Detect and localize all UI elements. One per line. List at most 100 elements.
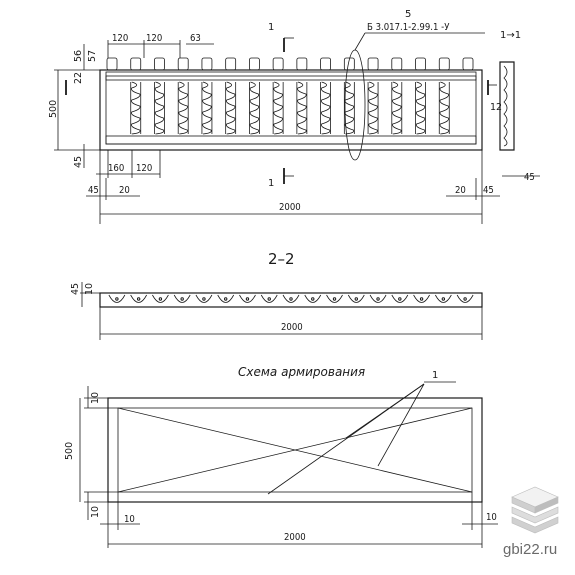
dim-bottom-160: 160 bbox=[108, 163, 124, 174]
reinforcement-mesh bbox=[117, 407, 473, 493]
rebar-dot bbox=[289, 297, 293, 301]
baluster-twist bbox=[131, 81, 141, 135]
rebar-dot bbox=[398, 297, 402, 301]
baluster-cap bbox=[415, 57, 426, 71]
section-cell bbox=[304, 294, 322, 303]
reinforcement-scheme: Схема армирования 1 10 500 10 10 10 2000 bbox=[64, 365, 498, 548]
dim-spacing-2: 120 bbox=[146, 33, 162, 44]
section-1-1-title: 1→1 bbox=[500, 30, 521, 41]
dim-reinf-height: 500 bbox=[64, 442, 75, 460]
section-cell bbox=[282, 294, 300, 303]
dim-reinf-length: 2000 bbox=[284, 532, 306, 543]
baluster-cap bbox=[296, 57, 308, 71]
section-cell bbox=[326, 294, 343, 303]
dim-left-20: 20 bbox=[119, 185, 130, 196]
baluster-twist bbox=[368, 81, 378, 135]
dim-rail-22: 22 bbox=[73, 72, 84, 84]
rebar-dot bbox=[311, 297, 315, 301]
baluster-twist bbox=[415, 81, 426, 135]
dim-left-45: 45 bbox=[88, 185, 99, 196]
watermark-logo-icon bbox=[511, 486, 559, 534]
section-2-2: 2–2 45 10 2000 bbox=[70, 250, 483, 340]
panel-front-view: 5 Б 3.017.1-2.99.1 -У 1 1 1→1 12 45 120 … bbox=[48, 9, 540, 224]
dim-right-20: 20 bbox=[455, 185, 466, 196]
callout-number: 5 bbox=[405, 9, 411, 20]
section-mark-top-label: 1 bbox=[268, 22, 274, 33]
leader-3 bbox=[377, 383, 425, 467]
section-cell bbox=[391, 294, 409, 303]
baluster-cap bbox=[177, 57, 189, 71]
baluster-cap bbox=[248, 57, 260, 71]
dim-side-12: 12 bbox=[490, 102, 502, 113]
rebar-dot bbox=[267, 297, 271, 301]
section-cell bbox=[173, 294, 191, 303]
section-cell bbox=[130, 294, 147, 303]
dim-sec2-45: 45 bbox=[70, 283, 81, 295]
baluster-twist bbox=[202, 81, 212, 135]
baluster-cap bbox=[106, 57, 118, 71]
rebar-dot bbox=[202, 297, 206, 301]
baluster-twist bbox=[344, 81, 355, 135]
balusters bbox=[106, 57, 474, 135]
dim-sec2-length: 2000 bbox=[281, 322, 303, 333]
callout-circle bbox=[344, 49, 366, 161]
section-cell bbox=[435, 294, 452, 303]
diag-bar-2 bbox=[117, 407, 473, 493]
section-cell bbox=[239, 294, 256, 303]
dim-bottom-120: 120 bbox=[136, 163, 152, 174]
reinforcement-callout: 1 bbox=[432, 370, 438, 381]
dim-side-45: 45 bbox=[524, 172, 535, 183]
baluster-twist bbox=[320, 81, 331, 135]
section-1-1-profile bbox=[499, 61, 515, 151]
dim-post-width: 63 bbox=[190, 33, 201, 44]
baluster-twist bbox=[225, 81, 236, 135]
section-cell bbox=[347, 294, 365, 303]
baluster-cap bbox=[225, 57, 237, 71]
baluster-twist bbox=[154, 81, 165, 135]
rebar-dot bbox=[115, 297, 119, 301]
baluster-twist bbox=[178, 81, 188, 135]
section-cell bbox=[152, 294, 169, 303]
section-cell bbox=[217, 294, 235, 303]
section-cell bbox=[108, 294, 126, 303]
dim-right-45: 45 bbox=[483, 185, 494, 196]
baluster-cap bbox=[438, 57, 450, 71]
rebar-dot bbox=[376, 297, 380, 301]
rebar-dot bbox=[136, 297, 141, 301]
panel-outline bbox=[99, 69, 483, 151]
dim-post-top-1: 56 bbox=[73, 50, 84, 62]
baluster-twist bbox=[273, 81, 283, 135]
dim-reinf-bottom-10: 10 bbox=[90, 506, 101, 518]
section-cell bbox=[195, 294, 213, 303]
baluster-cap bbox=[391, 57, 403, 71]
dim-post-top-2: 57 bbox=[87, 50, 98, 62]
dim-length: 2000 bbox=[279, 202, 301, 213]
rebar-dot bbox=[441, 297, 446, 301]
baluster-cap bbox=[201, 57, 213, 71]
rebar-dot bbox=[224, 297, 228, 301]
section-1-1-twist bbox=[503, 65, 508, 147]
bottom-rail bbox=[105, 135, 477, 145]
reinforcement-outline bbox=[107, 397, 483, 503]
dim-reinf-left-10: 10 bbox=[124, 514, 135, 525]
rebar-dot bbox=[245, 297, 250, 301]
section-2-2-title: 2–2 bbox=[268, 250, 295, 268]
baluster-cap bbox=[154, 57, 165, 71]
top-rail bbox=[105, 71, 477, 81]
section-cell bbox=[260, 294, 278, 303]
baluster-twist bbox=[392, 81, 402, 135]
rebar-dot bbox=[463, 297, 467, 301]
section-cell bbox=[456, 294, 474, 303]
dim-height: 500 bbox=[48, 100, 59, 118]
leader-2 bbox=[345, 383, 425, 439]
reinforcement-title: Схема армирования bbox=[238, 365, 365, 379]
baluster-cap bbox=[320, 57, 332, 71]
baluster-twist bbox=[439, 81, 449, 135]
dim-reinf-right-10: 10 bbox=[486, 512, 497, 523]
section-cell bbox=[413, 294, 430, 303]
watermark: gbi22.ru bbox=[503, 486, 559, 558]
rebar-dot bbox=[354, 297, 358, 301]
dim-reinf-top-10: 10 bbox=[90, 392, 101, 404]
baluster-cap bbox=[343, 57, 355, 71]
